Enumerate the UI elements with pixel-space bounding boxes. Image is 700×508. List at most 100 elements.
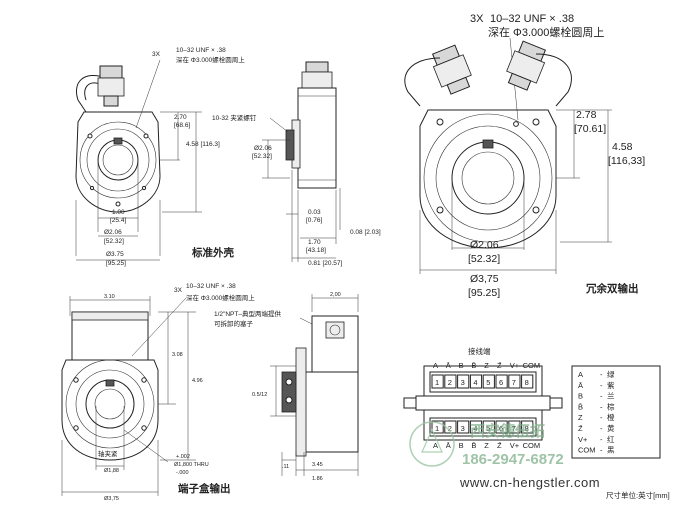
red-dim-458-mm: [116,33] bbox=[608, 155, 645, 167]
red-dim-206: Ø2.06 bbox=[470, 239, 499, 251]
legend-color: 黄 bbox=[607, 423, 615, 433]
terminal-cell-top bbox=[457, 374, 470, 389]
terminal-cell-bottom bbox=[508, 420, 521, 434]
terminal-bottom-label: COM bbox=[523, 441, 541, 450]
watermark-brand: 西安德伍拓 bbox=[470, 422, 545, 440]
legend-dash: - bbox=[600, 424, 603, 433]
terminal-top-label: COM bbox=[523, 361, 541, 370]
terminal-bottom-label: A bbox=[433, 441, 438, 450]
connector-title: 接线端 bbox=[468, 346, 491, 356]
legend-color: 紫 bbox=[607, 381, 615, 390]
legend-signal: Z̄ bbox=[578, 424, 583, 433]
std-side-008: 0.08 [2.03] bbox=[350, 229, 381, 236]
terminal-number-bottom: 3 bbox=[461, 424, 465, 433]
terminal-cell-top bbox=[521, 374, 534, 389]
redundant-view: 3X 10–32 UNF × .38 深在 Φ3.000螺栓圆周上 2. bbox=[404, 13, 645, 299]
term-dim-308: 3.08 bbox=[172, 352, 183, 358]
legend-signal: V+ bbox=[578, 435, 588, 444]
terminal-top-label: A bbox=[433, 361, 438, 370]
legend-dash: - bbox=[600, 446, 603, 455]
watermark-phone: 186-2947-6872 bbox=[462, 451, 564, 468]
term-dim-188: Ø1,88 bbox=[104, 468, 119, 474]
terminal-bottom-label: B bbox=[459, 441, 464, 450]
legend-dash: - bbox=[600, 402, 603, 411]
watermark-url: www.cn-hengstler.com bbox=[459, 475, 600, 490]
term-side-200: 2,00 bbox=[330, 292, 341, 298]
terminal-top-label: Z̄ bbox=[497, 361, 502, 370]
terminal-cell-bottom bbox=[495, 420, 508, 434]
terminal-cell-bottom bbox=[521, 420, 534, 434]
legend-color: 棕 bbox=[607, 401, 615, 411]
terminal-bottom-label: Z̄ bbox=[497, 441, 502, 450]
terminal-cell-top bbox=[495, 374, 508, 389]
terminal-cell-top bbox=[508, 374, 521, 389]
term-npt-line2: 可拆卸的塞子 bbox=[214, 319, 254, 328]
terminal-cell-bottom bbox=[431, 420, 444, 434]
legend-dash: - bbox=[600, 381, 603, 390]
standard-front-view: 3X 10–32 UNF × .38 深在 Φ3.000螺栓圆周上 2.70 [… bbox=[75, 47, 245, 267]
terminal-cell-top bbox=[431, 374, 444, 389]
std-thread-line2: 深在 Φ3.000螺栓圆周上 bbox=[176, 55, 245, 64]
legend-dash: - bbox=[600, 435, 603, 444]
std-set-screw: 10-32 夹紧螺钉 bbox=[212, 113, 257, 122]
terminal-top-label: B̄ bbox=[471, 361, 476, 370]
legend-signal: B bbox=[578, 392, 583, 401]
redundant-output-title: 冗余双输出 bbox=[585, 282, 639, 295]
terminal-bottom-label: Ā bbox=[446, 441, 451, 450]
legend-signal: B̄ bbox=[578, 402, 583, 411]
legend-color: 绿 bbox=[607, 370, 615, 379]
terminal-number: 6 bbox=[499, 378, 503, 387]
std-dim-458: 4.58 [116.3] bbox=[186, 141, 220, 148]
legend-dash: - bbox=[600, 392, 603, 401]
terminal-number: 7 bbox=[512, 378, 516, 387]
legend-dash: - bbox=[600, 370, 603, 379]
std-side-003-mm: [0.76] bbox=[306, 217, 322, 224]
terminal-cell-top bbox=[482, 374, 495, 389]
terminal-front-view: 3.10 3X 10–32 UNF × .38 深在 Φ3.000螺栓圆周上 3… bbox=[61, 283, 255, 502]
red-dim-278: 2.78 bbox=[576, 109, 597, 121]
term-dim-tol2: -.000 bbox=[176, 470, 189, 476]
watermark-logo-icon bbox=[409, 421, 455, 467]
terminal-number: 2 bbox=[448, 378, 452, 387]
red-dim-206-mm: [52.32] bbox=[468, 253, 500, 265]
legend-signal: Z bbox=[578, 413, 583, 422]
terminal-number-bottom: 5 bbox=[486, 424, 490, 433]
std-thread-qty: 3X bbox=[152, 51, 161, 58]
std-dim-100-mm: [25.4] bbox=[110, 217, 126, 224]
term-side-b3: 1.86 bbox=[312, 476, 323, 482]
term-npt-line1: 1/2"NPT–典型两端提供 bbox=[214, 309, 281, 318]
standard-housing-title: 标准外壳 bbox=[191, 246, 234, 259]
term-dim-310: 3.10 bbox=[104, 294, 115, 300]
std-side-206-mm: [52.32] bbox=[252, 153, 272, 160]
red-thread-line1: 10–32 UNF × .38 bbox=[490, 13, 574, 25]
terminal-bottom-label: B̄ bbox=[471, 441, 476, 450]
terminal-cell-top bbox=[469, 374, 483, 389]
terminal-cell-bottom bbox=[482, 420, 495, 434]
terminal-number: 4 bbox=[473, 378, 477, 387]
legend-color: 黑 bbox=[607, 446, 615, 455]
terminal-top-label: B bbox=[459, 361, 464, 370]
std-dim-206-mm: [52.32] bbox=[104, 238, 124, 245]
terminal-number: 1 bbox=[435, 378, 439, 387]
term-side-b2: 3.45 bbox=[312, 462, 323, 468]
std-side-081: 0.81 [20.57] bbox=[308, 260, 343, 267]
terminal-number: 8 bbox=[525, 378, 529, 387]
terminal-number-bottom: 7 bbox=[512, 424, 516, 433]
term-clamp-label: 轴夹紧 bbox=[98, 449, 118, 458]
term-thread-line1: 10–32 UNF × .38 bbox=[186, 283, 236, 290]
red-dim-458: 4.58 bbox=[612, 141, 633, 153]
legend-color: 橙 bbox=[607, 412, 615, 422]
red-dim-375-mm: [95.25] bbox=[468, 287, 500, 299]
term-side-b1: .11 bbox=[282, 464, 289, 470]
legend-signal: Ā bbox=[578, 381, 583, 390]
std-dim-375: Ø3.75 bbox=[106, 251, 124, 258]
std-dim-375-mm: [95.25] bbox=[106, 260, 126, 267]
terminal-top-label: Z bbox=[484, 361, 489, 370]
legend-signal: COM bbox=[578, 446, 596, 455]
std-side-170-mm: [43.18] bbox=[306, 247, 326, 254]
terminal-number-bottom: 2 bbox=[448, 424, 452, 433]
std-side-003: 0.03 bbox=[308, 209, 321, 216]
std-thread-line1: 10–32 UNF × .38 bbox=[176, 47, 226, 54]
legend-color: 红 bbox=[607, 434, 615, 444]
